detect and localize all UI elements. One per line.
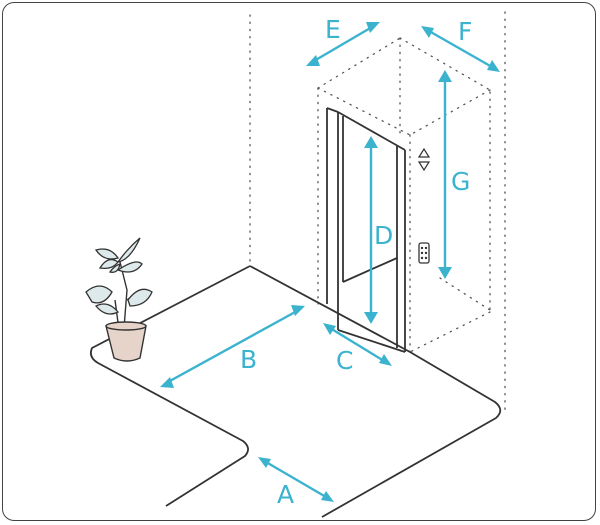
dimension-arrow-f [428,29,493,69]
dimension-label-g: G [451,167,470,196]
dotted-guides [249,11,506,411]
diagram-frame [2,2,596,521]
potted-plant-icon [85,237,153,362]
dimension-arrow-c [329,326,385,363]
dimension-arrow-b [167,309,298,384]
dimension-label-b: B [240,345,257,374]
control-panel-icon [418,242,430,264]
floor-outline [89,265,502,518]
dimension-arrows [160,22,500,502]
dimension-label-d: D [374,221,393,250]
lift-door [326,107,406,353]
dimension-label-e: E [325,15,341,44]
up-down-arrows-icon [417,147,431,172]
dimension-label-a: A [277,480,294,509]
dimension-label-f: F [458,17,472,46]
dimension-label-c: C [336,346,353,375]
dimension-arrow-e [313,25,373,63]
dimension-arrow-a [265,460,327,499]
